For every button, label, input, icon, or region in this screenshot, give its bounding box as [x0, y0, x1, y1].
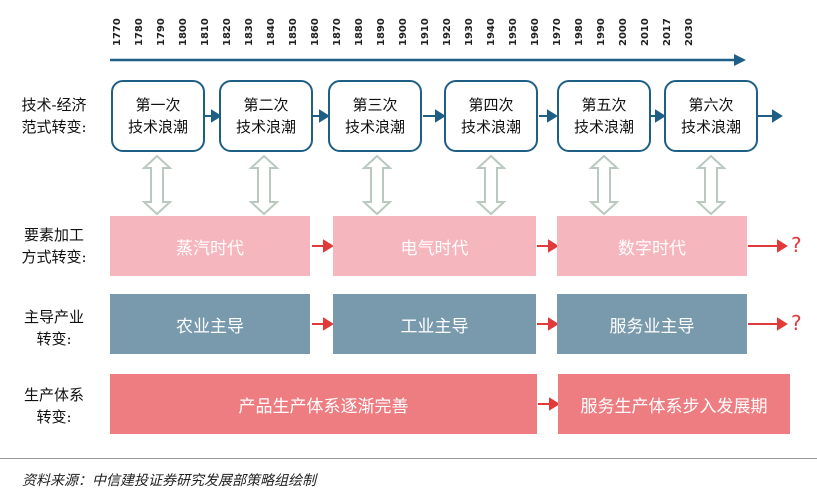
timeline-arrowhead [734, 54, 746, 66]
row-label-industry: 主导产业转变: [23, 308, 84, 348]
double-arrow-icons [141, 154, 727, 216]
production-bar-service: 服务生产体系步入发展期 [558, 374, 790, 434]
era-bar-digital: 数字时代 [557, 216, 747, 276]
wave-box: 第三次技术浪潮 [328, 80, 422, 152]
wave-box: 第一次技术浪潮 [111, 80, 205, 152]
divider-line [0, 458, 817, 459]
industry-bar-service: 服务业主导 [557, 294, 747, 354]
wave-box: 第四次技术浪潮 [444, 80, 538, 152]
era-bar-steam: 蒸汽时代 [110, 216, 310, 276]
era-bar-electric: 电气时代 [333, 216, 536, 276]
unknown-future-mark: ? [791, 311, 802, 335]
row-label-factor: 要素加工方式转变: [21, 226, 87, 266]
red-connector-arrows [312, 239, 788, 411]
row-label-production: 生产体系转变: [23, 386, 84, 426]
wave-connector-arrows [205, 109, 783, 123]
production-bar-product: 产品生产体系逐渐完善 [110, 374, 537, 434]
wave-box: 第六次技术浪潮 [664, 80, 758, 152]
industry-bar-agriculture: 农业主导 [110, 294, 310, 354]
wave-box: 第二次技术浪潮 [219, 80, 313, 152]
row-label-tech-economy: 技术-经济范式转变: [21, 96, 87, 136]
wave-box: 第五次技术浪潮 [557, 80, 651, 152]
industry-bar-industrial: 工业主导 [333, 294, 536, 354]
unknown-future-mark: ? [791, 233, 802, 257]
source-note: 资料来源：中信建投证券研究发展部策略组绘制 [22, 473, 316, 489]
